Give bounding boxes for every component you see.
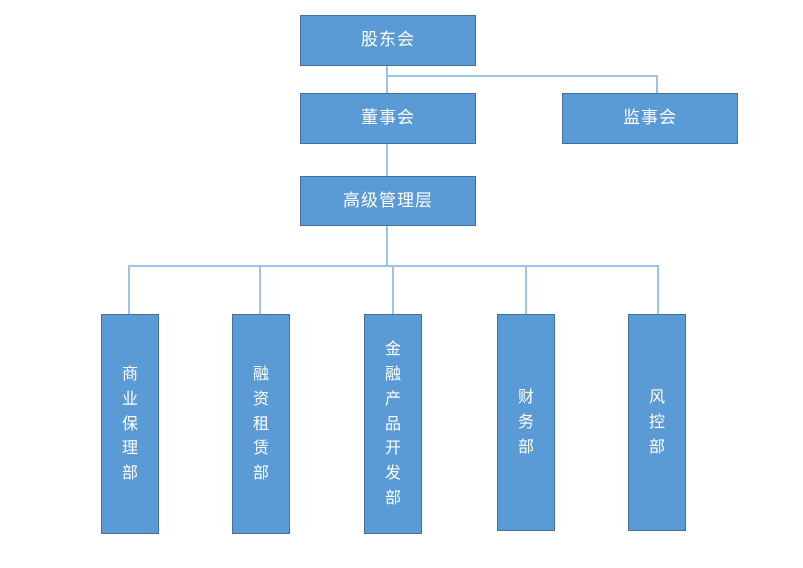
node-financial-leasing[interactable]: 融资租赁部 bbox=[232, 314, 290, 534]
node-commercial-factoring[interactable]: 商业保理部 bbox=[101, 314, 159, 534]
node-commercial-factoring-label: 商业保理部 bbox=[122, 362, 138, 486]
label-char: 金 bbox=[384, 339, 401, 359]
node-shareholders-label: 股东会 bbox=[361, 30, 415, 50]
connector-to-risk-control bbox=[657, 265, 659, 314]
connector-to-board-of-supervisors bbox=[656, 75, 658, 94]
connector-to-commercial-factoring bbox=[128, 265, 130, 314]
connector-management-down bbox=[386, 225, 388, 266]
connector-directors-to-management bbox=[386, 143, 388, 177]
label-char: 部 bbox=[517, 436, 534, 456]
label-char: 融 bbox=[252, 364, 269, 383]
node-financial-product-development[interactable]: 金融产品开发部 bbox=[364, 314, 422, 534]
label-char: 资 bbox=[252, 388, 269, 408]
label-char: 商 bbox=[121, 364, 138, 383]
label-char: 产 bbox=[384, 388, 401, 408]
connector-to-financial-product-development bbox=[392, 265, 394, 314]
node-board-of-supervisors-label: 监事会 bbox=[623, 108, 677, 128]
connector-to-finance-department bbox=[525, 265, 527, 314]
node-risk-control[interactable]: 风控部 bbox=[628, 314, 686, 531]
node-board-of-supervisors[interactable]: 监事会 bbox=[562, 93, 738, 144]
label-char: 保 bbox=[121, 413, 138, 433]
node-financial-leasing-label: 融资租赁部 bbox=[253, 362, 269, 486]
node-board-of-directors[interactable]: 董事会 bbox=[300, 93, 476, 144]
node-risk-control-label: 风控部 bbox=[649, 385, 665, 459]
node-finance-department-label: 财务部 bbox=[518, 385, 534, 459]
label-char: 部 bbox=[384, 487, 401, 507]
label-char: 理 bbox=[121, 438, 138, 458]
label-char: 部 bbox=[121, 463, 138, 483]
label-char: 租 bbox=[252, 413, 269, 433]
label-char: 融 bbox=[384, 364, 401, 383]
label-char: 赁 bbox=[252, 438, 269, 458]
connector-level2-bus bbox=[386, 75, 658, 77]
connector-to-board-of-directors bbox=[386, 75, 388, 94]
label-char: 部 bbox=[648, 436, 665, 456]
node-financial-product-development-label: 金融产品开发部 bbox=[385, 337, 401, 511]
node-senior-management[interactable]: 高级管理层 bbox=[300, 176, 476, 226]
node-board-of-directors-label: 董事会 bbox=[361, 108, 415, 128]
label-char: 务 bbox=[517, 412, 534, 432]
label-char: 部 bbox=[252, 463, 269, 483]
connector-shareholders-down bbox=[386, 66, 388, 76]
node-shareholders[interactable]: 股东会 bbox=[300, 15, 476, 66]
node-senior-management-label: 高级管理层 bbox=[343, 190, 433, 211]
label-char: 发 bbox=[384, 463, 401, 483]
label-char: 品 bbox=[384, 413, 401, 433]
label-char: 开 bbox=[384, 438, 401, 458]
label-char: 控 bbox=[648, 412, 665, 432]
connector-to-financial-leasing bbox=[259, 265, 261, 314]
label-char: 财 bbox=[517, 387, 534, 407]
label-char: 业 bbox=[121, 388, 138, 408]
label-char: 风 bbox=[648, 387, 665, 407]
node-finance-department[interactable]: 财务部 bbox=[497, 314, 555, 531]
